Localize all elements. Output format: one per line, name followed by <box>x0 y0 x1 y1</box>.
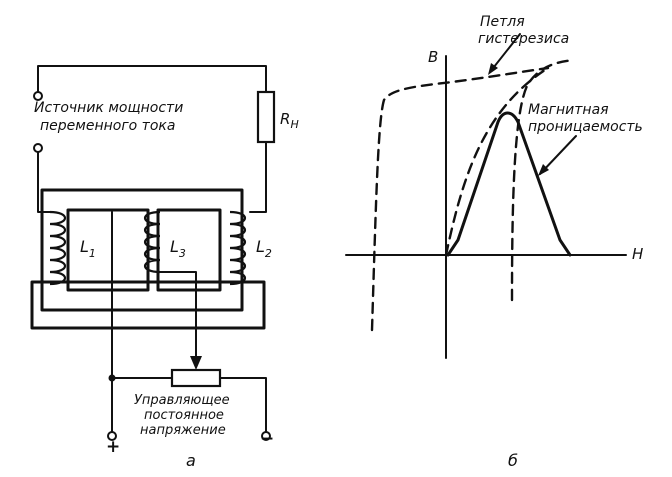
permeability-curve <box>446 111 572 257</box>
coil-l1 <box>49 210 67 286</box>
axis-y-label: B <box>428 48 438 66</box>
panel-b-caption: б <box>508 451 518 470</box>
hysteresis-loop-rising-curve <box>444 66 550 257</box>
hysteresis-label-2: гистерезиса <box>478 31 569 47</box>
dc-terminal-plus <box>107 431 117 441</box>
ac-top-wire <box>37 65 267 93</box>
dc-terminal-minus <box>261 431 271 441</box>
load-resistor-lower-wire <box>249 141 267 213</box>
potentiometer-arrow <box>190 356 202 370</box>
coil-l2 <box>229 210 247 286</box>
hysteresis-leader-arrow <box>488 63 498 75</box>
minus-sign: − <box>260 429 274 449</box>
core-outer-frame <box>40 188 244 312</box>
ac-lower-wire <box>37 151 51 213</box>
ac-terminal-top <box>33 91 43 101</box>
panel-b-graph: B H Петля гистерезиса Магнитная проницае… <box>345 14 643 470</box>
coil-l3-label: L3 <box>170 237 186 260</box>
hysteresis-loop-right-branch <box>510 58 576 302</box>
hysteresis-label-1: Петля <box>480 14 525 30</box>
ac-source-label-1: Источник мощности <box>34 100 183 116</box>
permeability-label-2: проницаемость <box>528 119 643 135</box>
hysteresis-leader <box>489 33 521 73</box>
plus-sign: + <box>106 437 120 457</box>
dc-label-3: напряжение <box>140 423 226 438</box>
panel-a-caption: а <box>186 451 196 470</box>
load-resistor-label: RH <box>280 110 299 131</box>
control-lead-right <box>159 271 197 359</box>
dc-bottom-wire <box>111 377 267 433</box>
core-window-right <box>156 208 222 292</box>
load-resistor <box>256 90 276 144</box>
hysteresis-loop-left-branch <box>370 66 550 332</box>
ac-terminal-bottom <box>33 143 43 153</box>
coil-l1-label: L1 <box>80 237 96 260</box>
ac-source-label-2: переменного тока <box>40 118 175 134</box>
dc-label-1: Управляющее <box>134 393 230 408</box>
permeability-leader-arrow <box>538 164 549 176</box>
permeability-label-1: Магнитная <box>528 102 609 118</box>
dc-label-2: постоянное <box>144 408 224 423</box>
coil-l2-label: L2 <box>256 237 272 260</box>
panel-a-circuit: Источник мощности переменного тока RH L1… <box>30 65 299 470</box>
coil-l3 <box>143 210 161 274</box>
core-base-plate <box>30 280 266 330</box>
axis-x-label: H <box>632 245 643 263</box>
potentiometer <box>170 368 222 388</box>
